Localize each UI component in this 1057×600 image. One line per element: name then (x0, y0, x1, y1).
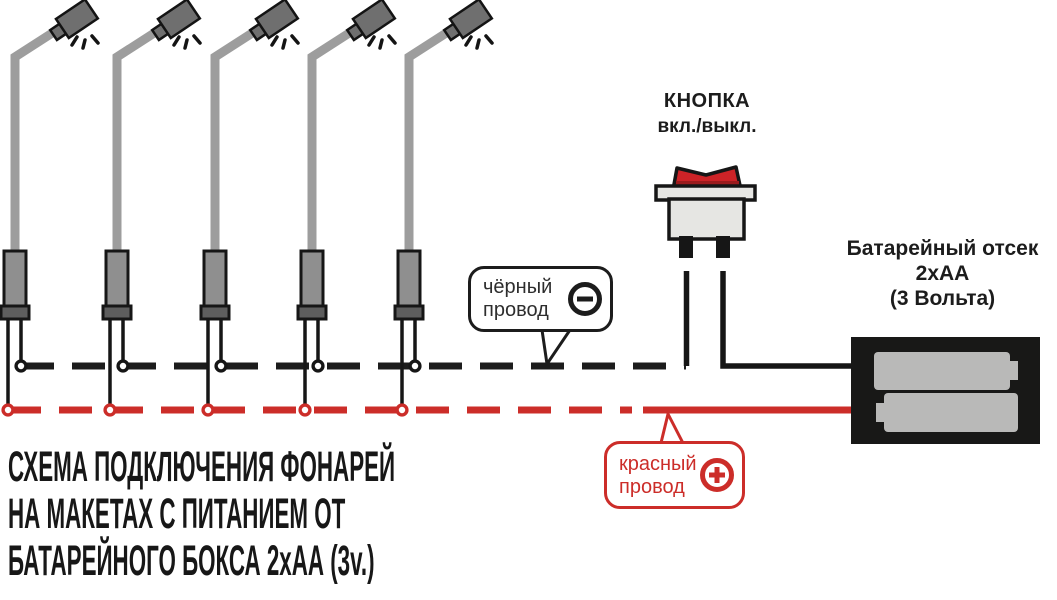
black-wire-callout-line1: чёрный (483, 276, 553, 298)
switch-label-line1: КНОПКА (663, 90, 751, 112)
minus-icon (568, 282, 602, 316)
lamp-pole (10, 24, 63, 253)
street-lamp (0, 0, 100, 417)
switch-label-line2: вкл./выкл. (657, 116, 757, 137)
lamp-head-icon (150, 0, 202, 42)
light-ray-icon (290, 34, 300, 45)
lamp-pole (112, 24, 165, 253)
light-ray-icon (81, 38, 87, 50)
lamp-head-body (448, 0, 494, 40)
solder-junction-red (395, 403, 409, 417)
light-ray-icon (281, 38, 287, 50)
street-lamp (101, 0, 202, 417)
lamp-head-icon (248, 0, 300, 42)
switch-right-lead-wire (720, 271, 853, 369)
lamp-base (202, 249, 228, 311)
black-wire-callout-line2: провод (483, 299, 549, 321)
red-wire-callout-text: красный провод (619, 453, 697, 499)
street-lamps-group (0, 0, 494, 417)
lamp-pole (404, 24, 457, 253)
plus-icon-vbar (714, 467, 720, 483)
black-wire-callout-text: чёрный провод (483, 276, 552, 322)
black-callout-tail (540, 328, 573, 369)
light-ray-icon (70, 35, 79, 47)
plus-icon (700, 458, 734, 492)
solder-junction-black (311, 359, 325, 373)
solder-junction-black (14, 359, 28, 373)
lamp-head-body (156, 0, 202, 40)
battery-label: Батарейный отсек 2хАА (3 Вольта) (828, 236, 1057, 311)
street-lamp (393, 0, 494, 417)
battery-terminal-top (1010, 361, 1018, 380)
lamp-head-body (254, 0, 300, 40)
switch-label: КНОПКА вкл./выкл. (617, 90, 797, 138)
solder-junction-red (103, 403, 117, 417)
light-ray-icon (475, 38, 481, 50)
light-ray-icon (172, 35, 181, 47)
light-ray-icon (378, 38, 384, 50)
lamp-base-collar (101, 304, 133, 321)
lamp-base-collar (0, 304, 31, 321)
battery-label-line2: 2хАА (915, 262, 970, 285)
minus-icon-bar (577, 296, 593, 302)
lamp-head-icon (48, 0, 100, 42)
lamp-head-icon (442, 0, 494, 42)
solder-junction-black (408, 359, 422, 373)
black-wire-callout: чёрный провод (468, 266, 613, 332)
battery-label-line3: (3 Вольта) (889, 287, 996, 310)
solder-junction-red (298, 403, 312, 417)
red-wire-callout: красный провод (604, 441, 745, 509)
lamp-base (104, 249, 130, 311)
lamp-base-collar (199, 304, 231, 321)
solder-junction-black (214, 359, 228, 373)
title-line-1: СХЕМА ПОДКЛЮЧЕНИЯ ФОНАРЕЙ (8, 443, 396, 491)
lamp-pole (210, 24, 263, 253)
battery-aa-bottom (884, 393, 1018, 432)
light-ray-icon (270, 35, 279, 47)
red-wire-callout-line2: провод (619, 476, 685, 498)
lamp-head-body (351, 0, 397, 40)
lamp-base (2, 249, 28, 311)
battery-aa-top (874, 352, 1010, 390)
title-line-2: НА МАКЕТАХ С ПИТАНИЕМ ОТ (8, 490, 346, 538)
lamp-head-body (54, 0, 100, 40)
lamp-base-collar (393, 304, 425, 321)
solder-junction-red (1, 403, 15, 417)
light-ray-icon (367, 35, 376, 47)
lamp-base (299, 249, 325, 311)
solder-junction-black (116, 359, 130, 373)
light-ray-icon (484, 34, 494, 45)
light-ray-icon (90, 34, 100, 45)
light-ray-icon (183, 38, 189, 50)
red-wire-callout-line1: красный (619, 453, 697, 475)
battery-terminal-bottom (876, 403, 884, 422)
diagram-title: СХЕМА ПОДКЛЮЧЕНИЯ ФОНАРЕЙ НА МАКЕТАХ С П… (8, 444, 752, 585)
title-line-3: БАТАРЕЙНОГО БОКСА 2хАА (3v.) (8, 537, 375, 585)
lamp-head-icon (345, 0, 397, 42)
light-ray-icon (387, 34, 397, 45)
switch-prong-left (679, 236, 693, 258)
solder-junction-red (201, 403, 215, 417)
rocker-switch-body (667, 197, 746, 241)
lamp-base (396, 249, 422, 311)
light-ray-icon (464, 35, 473, 47)
switch-prong-right (716, 236, 730, 258)
light-ray-icon (192, 34, 202, 45)
battery-label-line1: Батарейный отсек (846, 237, 1039, 260)
street-lamp (296, 0, 397, 417)
lamp-pole (307, 24, 360, 253)
lamp-base-collar (296, 304, 328, 321)
street-lamp (199, 0, 300, 417)
